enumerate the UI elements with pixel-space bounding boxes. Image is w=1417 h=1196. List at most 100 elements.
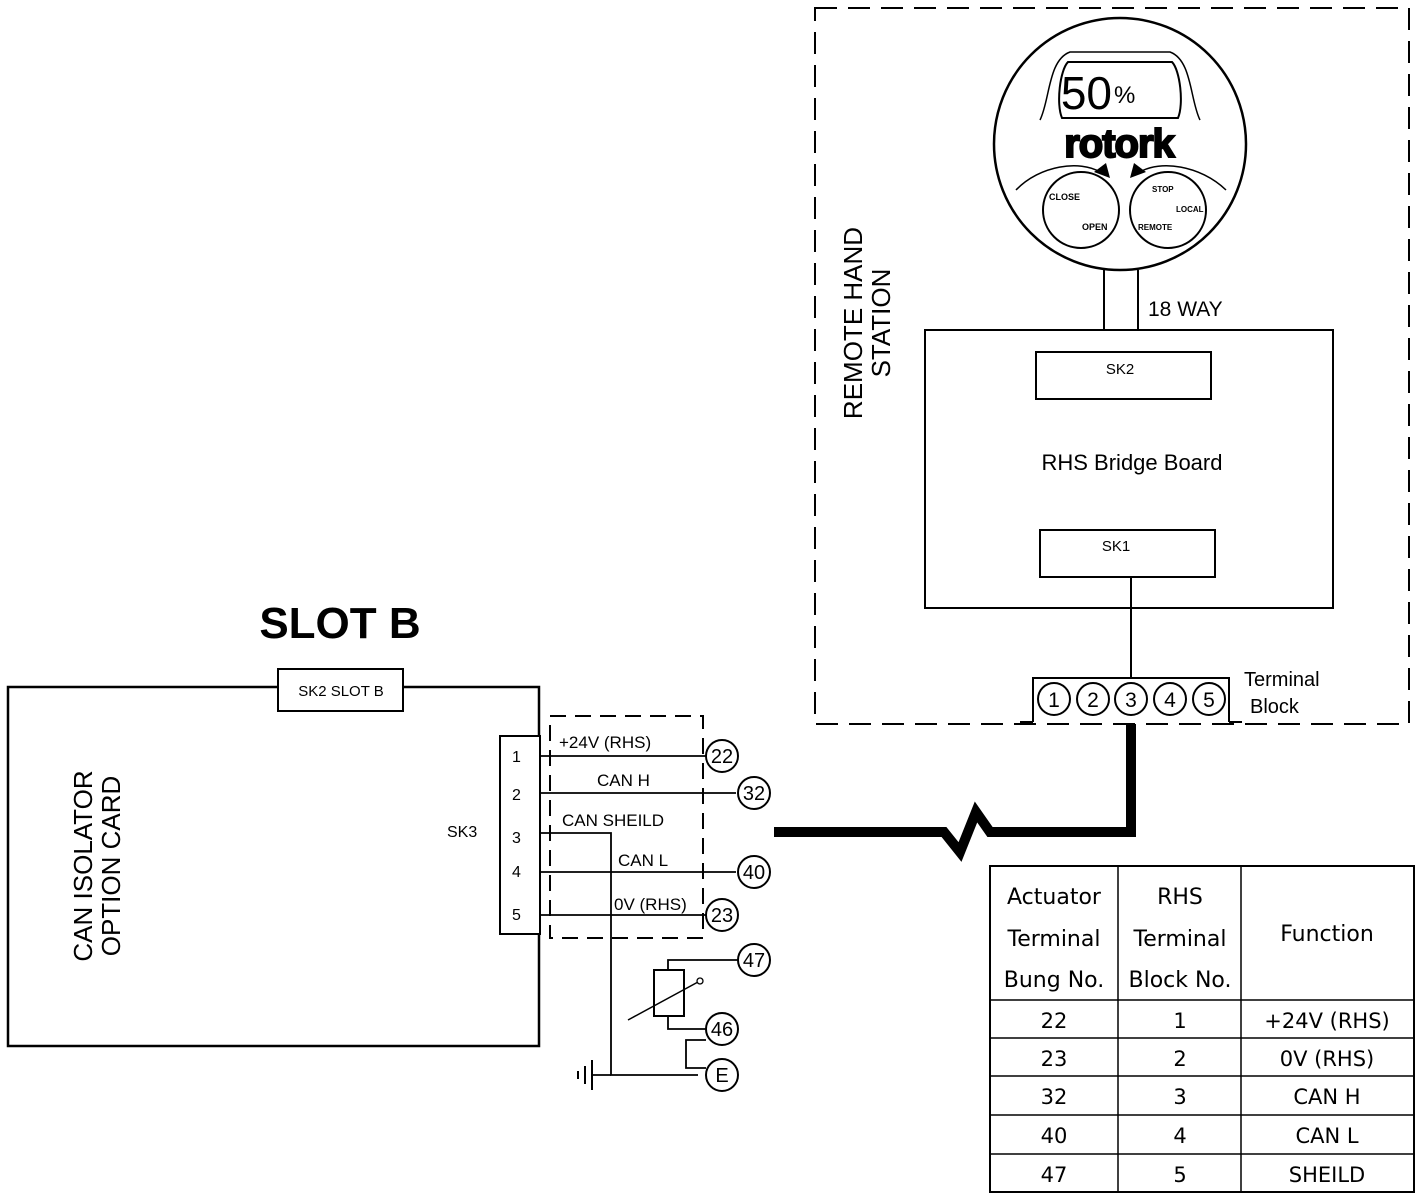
- table-cell: 22: [1041, 1009, 1068, 1033]
- card-name-line2: OPTION CARD: [96, 776, 126, 957]
- terminal-3-num: 3: [1125, 689, 1137, 712]
- bung-40: [737, 855, 771, 889]
- bung-40-num: 40: [743, 862, 765, 884]
- rhs-display-bezel: [1039, 51, 1201, 121]
- signal-24v: +24V (RHS): [559, 733, 651, 752]
- bung-46-num: 46: [711, 1019, 733, 1041]
- table-header-actuator-line1: Actuator: [1007, 885, 1102, 910]
- signal-can-shield: CAN SHEILD: [562, 811, 664, 830]
- pin-2: 2: [512, 787, 521, 804]
- signal-can-h: CAN H: [597, 771, 650, 790]
- slot-title: SLOT B: [259, 599, 420, 648]
- bung-32-num: 32: [743, 783, 765, 805]
- option-card: [6, 685, 541, 1048]
- knob-close-label: CLOSE: [1049, 192, 1080, 202]
- table-header-actuator-line3: Bung No.: [1004, 968, 1104, 993]
- terminal-4-num: 4: [1164, 689, 1176, 712]
- terminal-5-num: 5: [1203, 689, 1215, 712]
- table-cell: SHEILD: [1289, 1163, 1365, 1187]
- sk2-slot-b-label: SK2 SLOT B: [298, 683, 384, 700]
- table-header-rhs-line1: RHS: [1157, 885, 1203, 910]
- rhs-dashed-enclosure: [814, 7, 1410, 725]
- bung-e-label: E: [715, 1065, 728, 1087]
- terminal-2: [1076, 682, 1110, 716]
- pin-5: 5: [512, 907, 521, 924]
- pin-4: 4: [512, 864, 521, 881]
- table-cell: 4: [1173, 1124, 1186, 1148]
- signal-can-l: CAN L: [618, 851, 668, 870]
- card-name: CAN ISOLATOR OPTION CARD: [68, 770, 126, 961]
- bung-22: [705, 739, 739, 773]
- sk1-label: SK1: [1102, 538, 1130, 555]
- rhs-title: REMOTE HAND STATION: [838, 227, 896, 419]
- terminal-4: [1153, 682, 1187, 716]
- rhs-title-line1: REMOTE HAND: [838, 227, 868, 419]
- terminal-block-label-line2: Block: [1250, 696, 1300, 718]
- terminal-2-num: 2: [1087, 689, 1099, 712]
- knob-local-label: LOCAL: [1176, 205, 1204, 214]
- sk2-label: SK2: [1106, 361, 1134, 378]
- sk2-slot-b-connector: [277, 668, 404, 712]
- terminal-3: [1114, 682, 1148, 716]
- bung-47-num: 47: [743, 950, 765, 972]
- sk3-connector: [499, 735, 541, 935]
- terminal-circles: 1 2 3 4 5: [1037, 682, 1226, 716]
- display-value: 50: [1061, 67, 1112, 119]
- table-header-rhs-line2: Terminal: [1133, 927, 1227, 952]
- table-cell: 2: [1173, 1047, 1186, 1071]
- table-cell: CAN L: [1295, 1124, 1358, 1148]
- bung-22-num: 22: [711, 746, 733, 768]
- sk1-connector: [1039, 529, 1216, 578]
- table-cell: 5: [1173, 1163, 1186, 1187]
- table-cell: 23: [1041, 1047, 1068, 1071]
- table-cell: 1: [1173, 1009, 1186, 1033]
- terminal-5: [1192, 682, 1226, 716]
- bung-23-num: 23: [711, 905, 733, 927]
- bung-23: [705, 898, 739, 932]
- table-header-actuator-line2: Terminal: [1007, 927, 1101, 952]
- table-cell: 0V (RHS): [1280, 1047, 1375, 1071]
- table-cell: +24V (RHS): [1264, 1009, 1389, 1033]
- terminal-block-label-line1: Terminal: [1244, 669, 1320, 691]
- terminal-table: Actuator Terminal Bung No. RHS Terminal …: [989, 865, 1415, 1193]
- bond-46-to-e: [685, 1039, 706, 1069]
- rhs-title-line2: STATION: [866, 269, 896, 378]
- pin-1: 1: [512, 749, 521, 766]
- terminal-1: [1037, 682, 1071, 716]
- display-unit: %: [1114, 82, 1135, 109]
- wire-can-shield: [540, 832, 698, 1076]
- close-open-knob[interactable]: [1042, 171, 1120, 249]
- knob-open-label: OPEN: [1082, 222, 1108, 232]
- cable-dashed-boundary: [549, 715, 704, 939]
- sk3-label: SK3: [447, 824, 477, 841]
- terminal-1-num: 1: [1048, 689, 1060, 712]
- brand-logo: rotork: [1064, 122, 1175, 166]
- left-arrow-indicator: [1094, 163, 1110, 178]
- table-cell: CAN H: [1293, 1085, 1360, 1109]
- card-name-line1: CAN ISOLATOR: [68, 770, 98, 961]
- table-cell: 40: [1041, 1124, 1068, 1148]
- bridge-board-label: RHS Bridge Board: [1042, 450, 1223, 475]
- table-cell: 47: [1041, 1163, 1068, 1187]
- knob-panel-arc: [1015, 165, 1227, 191]
- knob-stop-label: STOP: [1152, 185, 1174, 194]
- sk2-connector: [1035, 351, 1212, 400]
- signal-0v: 0V (RHS): [614, 895, 687, 914]
- bung-e: [705, 1058, 739, 1092]
- table-cell: 3: [1173, 1085, 1186, 1109]
- earth-icon: [577, 1060, 611, 1090]
- pin-3: 3: [512, 830, 521, 847]
- table-cell: 32: [1041, 1085, 1068, 1109]
- terminal-block: [1032, 677, 1230, 722]
- right-arrow-indicator: [1130, 163, 1146, 178]
- table-header-rhs-line3: Block No.: [1128, 968, 1231, 993]
- knob-remote-label: REMOTE: [1138, 223, 1173, 232]
- stop-local-remote-knob[interactable]: [1129, 171, 1207, 249]
- table-header-function: Function: [1280, 922, 1374, 947]
- thermistor-symbol: [627, 959, 738, 1030]
- bung-32: [737, 776, 771, 810]
- rhs-display-window: [1058, 61, 1182, 119]
- cable-label: 18 WAY: [1148, 298, 1223, 321]
- field-cable: [774, 724, 1136, 862]
